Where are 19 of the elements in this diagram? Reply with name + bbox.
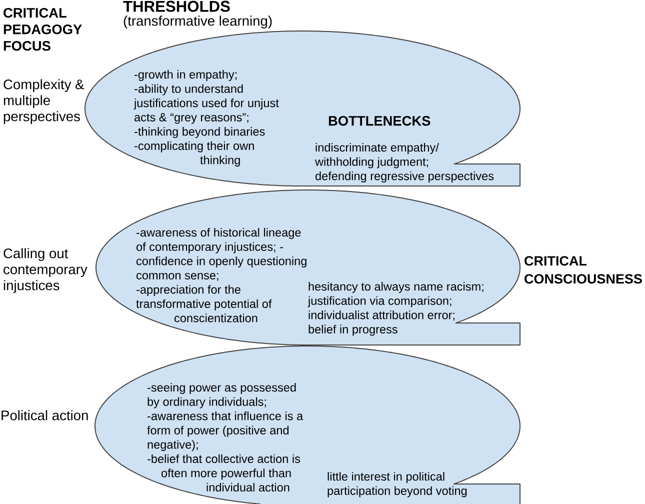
list-item: belief in progress — [308, 324, 398, 336]
list-item: justification via comparison; — [308, 296, 452, 308]
list-item: -belief that collective action is often more powerful than individual action — [148, 454, 300, 492]
list-item: -ability to understand justifications used for unjust acts & “grey reasons”; — [134, 84, 279, 124]
list-item: -seeing power as possessed by ordinary individuals; — [148, 383, 296, 408]
list-item: -appreciation for the transformative potential of conscientization — [136, 285, 272, 322]
list-item: -growth in empathy; — [134, 70, 237, 81]
column-heading: CRITICAL PEDAGOGY FOCUS — [4, 8, 82, 51]
list-item: -awareness of historical lineage of contemporary injustices; - confidence in openly questioning common sense; — [136, 228, 306, 281]
column-heading: THRESHOLDS — [123, 0, 230, 12]
list-item: -complicating their own thinking — [134, 141, 254, 167]
list-item: indiscriminate empathy/ withholding judgment; — [314, 143, 439, 168]
list-item: individualist attribution error; — [308, 310, 454, 321]
list-item: hesitancy to always name racism; — [308, 282, 484, 293]
list-item: defending regressive perspectives — [316, 172, 494, 183]
column-heading: BOTTLENECKS — [328, 116, 430, 126]
list-item: little interest in political participation beyond voting — [328, 472, 467, 498]
list-item: -awareness that influence is a form of power (positive and negative); — [147, 412, 304, 452]
list-item: -thinking beyond binaries — [134, 127, 265, 138]
